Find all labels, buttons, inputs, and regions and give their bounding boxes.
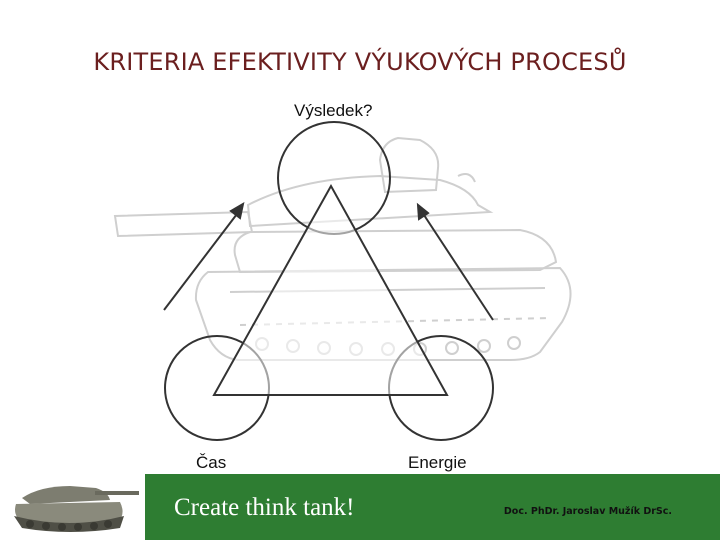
right-arrow-head bbox=[416, 202, 430, 221]
tank-image bbox=[0, 474, 145, 540]
left-arrow-head bbox=[229, 201, 245, 220]
footer: Create think tank! Doc. PhDr. Jaroslav M… bbox=[0, 474, 720, 540]
author-credit: Doc. PhDr. Jaroslav Mužík DrSc. bbox=[503, 506, 672, 517]
right-arrow bbox=[421, 211, 494, 321]
result-label: Výsledek? bbox=[294, 101, 373, 120]
energy-label: Energie bbox=[408, 453, 467, 472]
left-arrow bbox=[163, 209, 241, 311]
slide-title: KRITERIA EFEKTIVITY VÝUKOVÝCH PROCESŮ bbox=[93, 48, 627, 76]
slogan: Create think tank! bbox=[174, 494, 355, 521]
diagram-canvas bbox=[113, 121, 572, 441]
time-label: Čas bbox=[196, 453, 227, 472]
footer-bar bbox=[145, 474, 720, 540]
tank-icon bbox=[8, 474, 139, 540]
triangle bbox=[212, 183, 449, 396]
